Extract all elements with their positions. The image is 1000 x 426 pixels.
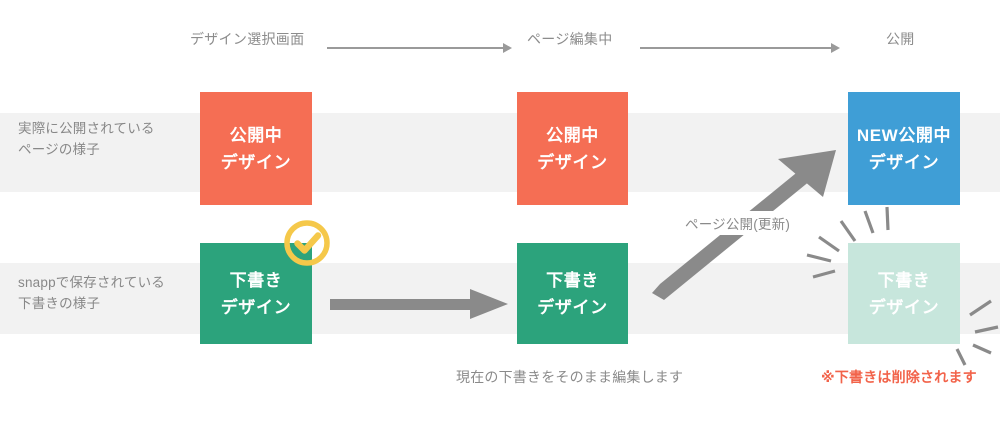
box-published-design-step2: 公開中 デザイン (517, 92, 628, 205)
arrow-shaft (327, 47, 503, 49)
arrow-head (503, 43, 512, 53)
draft-continue-arrow-right-icon (330, 289, 508, 319)
stage-label-page-editing: ページ編集中 (527, 31, 613, 47)
box-line2: デザイン (868, 297, 940, 317)
arrow-head (470, 289, 508, 319)
row-label-draft: snappで保存されている 下書きの様子 (18, 272, 203, 314)
box-line1: 下書き (877, 270, 931, 290)
arrow-head (831, 43, 840, 53)
row-label-published-line2: ページの様子 (18, 142, 100, 157)
arrow-shaft (330, 299, 472, 310)
row-label-draft-line2: 下書きの様子 (18, 296, 101, 311)
box-line1: 下書き (546, 270, 599, 290)
stage-label-published: 公開 (886, 31, 915, 47)
box-draft-design-step3-deleted: 下書き デザイン (848, 243, 960, 344)
box-line2: デザイン (220, 297, 292, 317)
stage-label-select-design: デザイン選択画面 (190, 31, 305, 47)
box-new-published-design-step3: NEW公開中 デザイン (848, 92, 960, 205)
caption-draft-will-be-deleted: ※下書きは削除されます (821, 369, 977, 385)
box-line1: 公開中 (229, 125, 283, 145)
check-circle-icon (284, 220, 330, 266)
box-draft-design-step1: 下書き デザイン (200, 243, 312, 344)
box-line1: 公開中 (546, 125, 599, 145)
box-line2: デザイン (537, 152, 608, 172)
box-line2: デザイン (537, 297, 608, 317)
arrow-shaft (640, 47, 831, 49)
publish-arrow-label: ページ公開(更新) (680, 211, 796, 235)
row-label-published-line1: 実際に公開されている (18, 121, 155, 136)
box-line1: NEW公開中 (856, 125, 952, 145)
box-line2: デザイン (868, 152, 940, 172)
stage-arrow-right-icon-1 (327, 43, 512, 53)
box-draft-design-step2: 下書き デザイン (517, 243, 628, 344)
box-line2: デザイン (220, 152, 292, 172)
row-label-published: 実際に公開されている ページの様子 (18, 118, 203, 160)
box-published-design-step1: 公開中 デザイン (200, 92, 312, 205)
box-line1: 下書き (229, 270, 283, 290)
stage-arrow-right-icon-2 (640, 43, 840, 53)
row-label-draft-line1: snappで保存されている (18, 275, 165, 290)
caption-edit-current-draft: 現在の下書きをそのまま編集します (456, 369, 684, 385)
